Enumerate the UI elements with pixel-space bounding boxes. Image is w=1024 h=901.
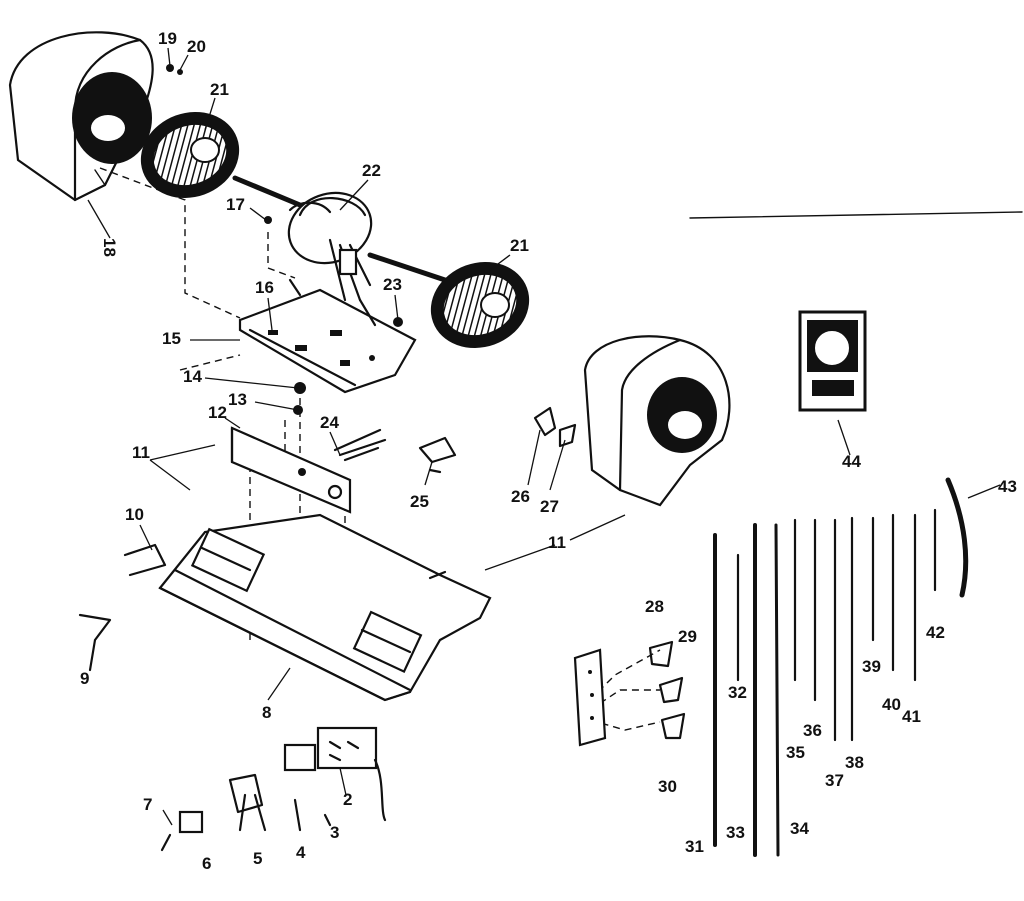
callout-14: 14 — [183, 367, 202, 386]
terminal-block — [573, 640, 686, 747]
callout-10: 10 — [125, 505, 144, 524]
callout-44: 44 — [842, 452, 861, 471]
callout-23: 23 — [383, 275, 402, 294]
callout-21-right: 21 — [510, 236, 529, 255]
callout-5: 5 — [253, 849, 262, 868]
heater-rods — [713, 477, 969, 857]
callout-3: 3 — [330, 823, 339, 842]
callout-25: 25 — [410, 492, 429, 511]
callout-13: 13 — [228, 390, 247, 409]
callout-17: 17 — [226, 195, 245, 214]
callout-15: 15 — [162, 329, 181, 348]
blower-housing-left — [8, 31, 154, 202]
callout-6: 6 — [202, 854, 211, 873]
callout-39: 39 — [862, 657, 881, 676]
callout-38: 38 — [845, 753, 864, 772]
callout-11-left: 11 — [132, 443, 150, 462]
callout-43: 43 — [998, 477, 1017, 496]
callout-7: 7 — [143, 795, 152, 814]
callout-12: 12 — [208, 403, 227, 422]
callout-31: 31 — [685, 837, 704, 856]
callout-42: 42 — [926, 623, 945, 642]
callout-19: 19 — [158, 29, 177, 48]
callout-40: 40 — [882, 695, 901, 714]
callout-35: 35 — [786, 743, 805, 762]
callout-2: 2 — [343, 790, 352, 809]
small-parts — [78, 543, 387, 852]
callout-24: 24 — [320, 413, 339, 432]
callout-26: 26 — [511, 487, 530, 506]
divider-line — [689, 211, 1023, 219]
thermostat — [798, 310, 867, 412]
blower-wheel-left — [140, 111, 240, 199]
callout-18: 18 — [100, 238, 119, 257]
callout-30: 30 — [658, 777, 677, 796]
callout-28: 28 — [645, 597, 664, 616]
hardware-small — [166, 64, 403, 415]
callout-27: 27 — [540, 497, 559, 516]
leader-lines — [87, 47, 1001, 826]
wiring-harness — [333, 406, 577, 474]
callout-21-left: 21 — [210, 80, 229, 99]
blower-motor — [287, 191, 373, 302]
callout-20: 20 — [187, 37, 206, 56]
callout-36: 36 — [803, 721, 822, 740]
callout-8: 8 — [262, 703, 271, 722]
callout-16: 16 — [255, 278, 274, 297]
callout-34: 34 — [790, 819, 809, 838]
callout-33: 33 — [726, 823, 745, 842]
callout-29: 29 — [678, 627, 697, 646]
callout-labels: 2 3 4 5 6 7 8 9 10 11 11 12 13 14 15 16 … — [80, 29, 1017, 873]
blower-housing-right — [583, 335, 731, 507]
base-pan — [158, 513, 492, 702]
callout-9: 9 — [80, 669, 89, 688]
control-bracket — [230, 426, 352, 514]
callout-4: 4 — [296, 843, 306, 862]
motor-mount — [238, 278, 417, 394]
blower-wheel-right — [430, 261, 530, 349]
callout-32: 32 — [728, 683, 747, 702]
callout-41: 41 — [902, 707, 921, 726]
callout-11-right: 11 — [548, 533, 566, 552]
callout-37: 37 — [825, 771, 844, 790]
callout-22: 22 — [362, 161, 381, 180]
